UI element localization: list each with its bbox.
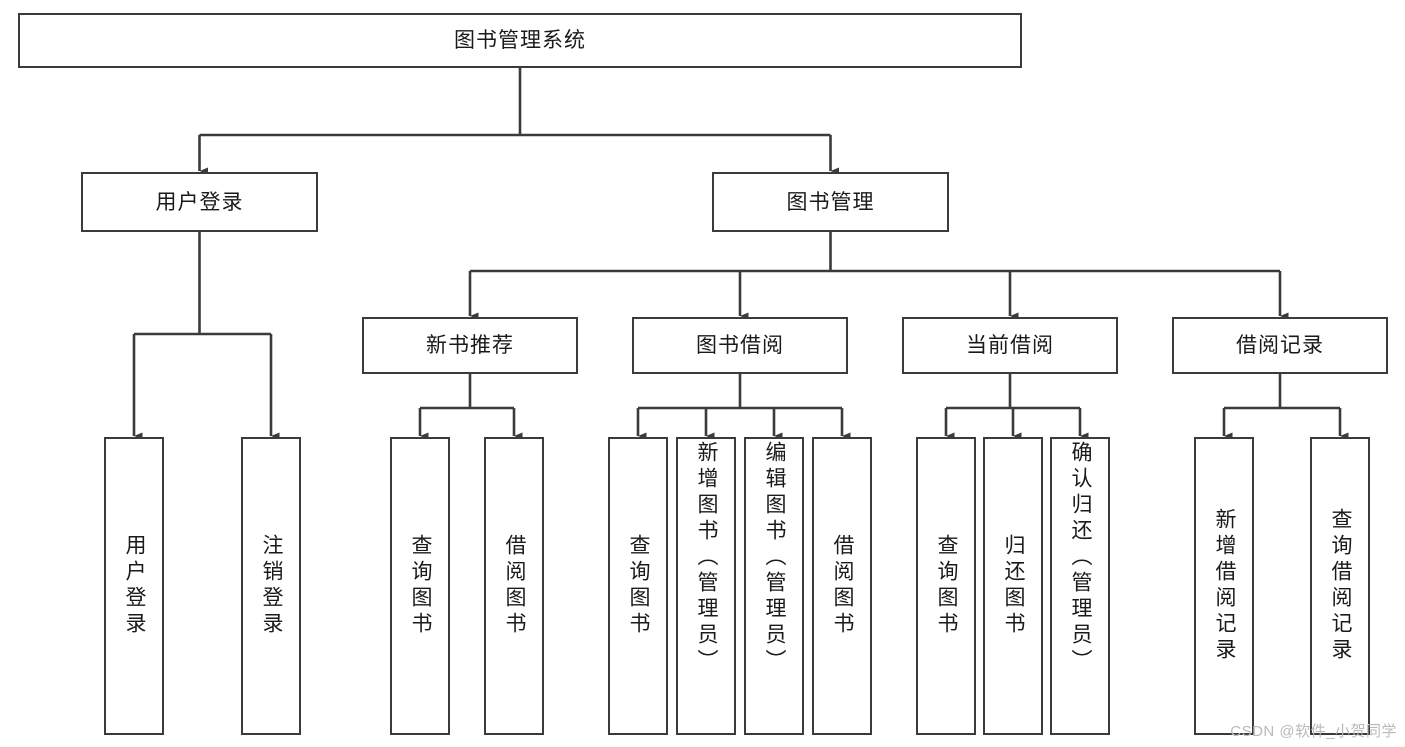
node-user-login: 用户登录 [81, 172, 318, 232]
node-leaf-borrow-book-1: 借阅图书 [484, 437, 544, 735]
node-label: 图书管理系统 [454, 29, 586, 52]
node-label: 查询借阅记录 [1329, 508, 1353, 664]
node-leaf-confirm-return: 确认归还（管理员） [1050, 437, 1110, 735]
node-book-manage: 图书管理 [712, 172, 949, 232]
node-leaf-edit-book: 编辑图书（管理员） [744, 437, 804, 735]
node-root: 图书管理系统 [18, 13, 1022, 68]
node-label: 当前借阅 [966, 334, 1054, 357]
watermark-text: CSDN @软件_小贺同学 [1230, 723, 1397, 740]
node-label: 借阅图书 [503, 534, 527, 638]
node-label: 编辑图书（管理员） [763, 441, 787, 675]
node-label: 新增借阅记录 [1213, 508, 1237, 664]
node-leaf-logout: 注销登录 [241, 437, 301, 735]
node-label: 查询图书 [935, 534, 959, 638]
node-label: 用户登录 [155, 190, 244, 214]
node-label: 新书推荐 [426, 334, 514, 357]
node-label: 新增图书（管理员） [695, 441, 719, 675]
node-leaf-query-book-1: 查询图书 [390, 437, 450, 735]
node-current-borrow: 当前借阅 [902, 317, 1118, 374]
node-label: 借阅记录 [1236, 334, 1324, 357]
node-leaf-query-book-2: 查询图书 [608, 437, 668, 735]
node-label: 图书管理 [786, 190, 875, 214]
node-label: 确认归还（管理员） [1069, 441, 1093, 675]
node-leaf-user-login: 用户登录 [104, 437, 164, 735]
node-label: 图书借阅 [696, 334, 784, 357]
node-label: 查询图书 [409, 534, 433, 638]
node-leaf-query-record: 查询借阅记录 [1310, 437, 1370, 735]
node-label: 借阅图书 [831, 534, 855, 638]
node-label: 用户登录 [123, 534, 147, 638]
node-label: 注销登录 [260, 534, 284, 638]
node-leaf-return-book: 归还图书 [983, 437, 1043, 735]
node-new-book-recommend: 新书推荐 [362, 317, 578, 374]
node-label: 查询图书 [627, 534, 651, 638]
node-leaf-add-book: 新增图书（管理员） [676, 437, 736, 735]
node-leaf-query-book-3: 查询图书 [916, 437, 976, 735]
node-borrow-record: 借阅记录 [1172, 317, 1388, 374]
node-leaf-add-record: 新增借阅记录 [1194, 437, 1254, 735]
node-leaf-borrow-book-2: 借阅图书 [812, 437, 872, 735]
node-book-borrow: 图书借阅 [632, 317, 848, 374]
node-label: 归还图书 [1002, 534, 1026, 638]
